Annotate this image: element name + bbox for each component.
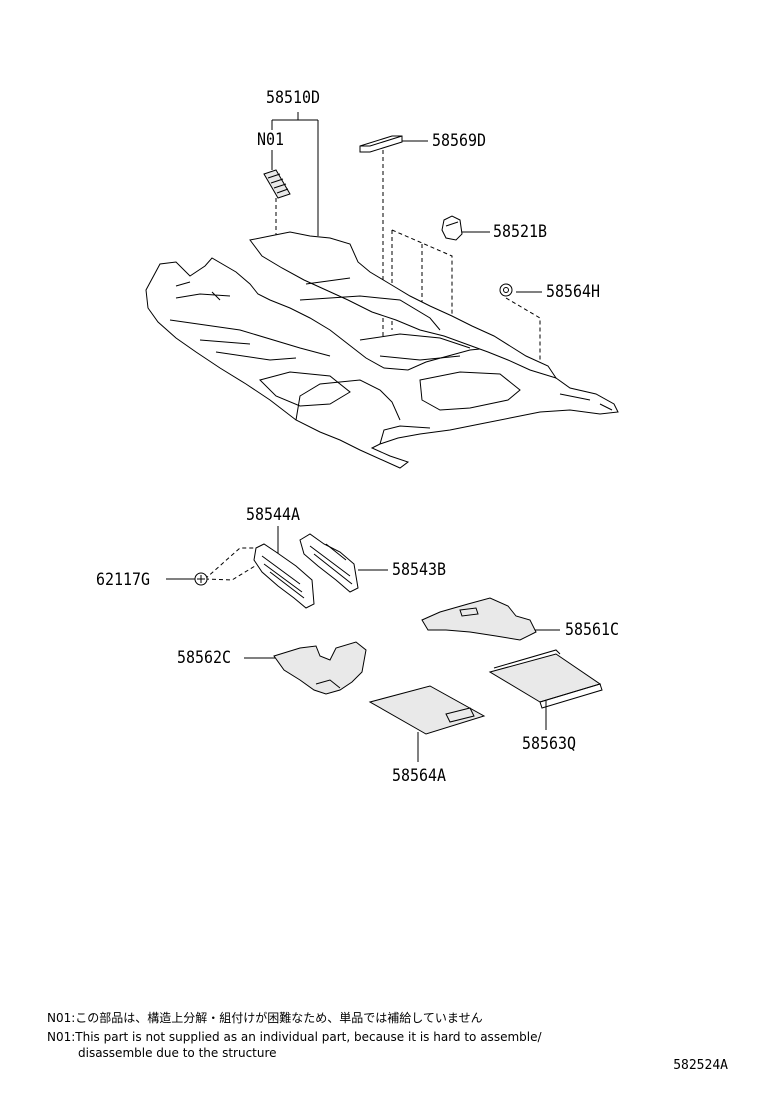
- label-58563Q: 58563Q: [522, 734, 577, 754]
- part-58569D: [359, 135, 403, 153]
- label-N01: N01: [257, 130, 285, 150]
- label-58569D: 58569D: [432, 131, 487, 151]
- mat-58562C: [273, 641, 367, 695]
- part-58543B: [299, 533, 359, 593]
- illustration-code: 582524A: [673, 1058, 728, 1073]
- part-58521B: [441, 215, 463, 241]
- label-58543B: 58543B: [392, 560, 447, 580]
- mat-58563Q: [488, 649, 603, 709]
- part-62117G: [194, 572, 208, 586]
- label-58544A: 58544A: [246, 505, 301, 525]
- part-N01: [263, 169, 291, 199]
- label-58564A: 58564A: [392, 766, 447, 786]
- label-62117G: 62117G: [96, 570, 151, 590]
- note-en-line2: disassemble due to the structure: [78, 1046, 277, 1060]
- label-58561C: 58561C: [565, 620, 620, 640]
- mat-58564A: [368, 685, 486, 735]
- floor-carpet-58510D: [145, 231, 619, 469]
- note-en-line1: N01:This part is not supplied as an indi…: [47, 1030, 542, 1044]
- label-58564H: 58564H: [546, 282, 601, 302]
- mat-58561C: [421, 597, 537, 641]
- note-jp: N01:この部品は、構造上分解・組付けが困難なため、単品では補給していません: [47, 1011, 483, 1025]
- label-58562C: 58562C: [177, 648, 232, 668]
- label-58521B: 58521B: [493, 222, 548, 242]
- part-58544A: [253, 543, 315, 609]
- part-58564H: [499, 283, 513, 297]
- leader-lines: [166, 112, 560, 762]
- label-58510D: 58510D: [266, 88, 321, 108]
